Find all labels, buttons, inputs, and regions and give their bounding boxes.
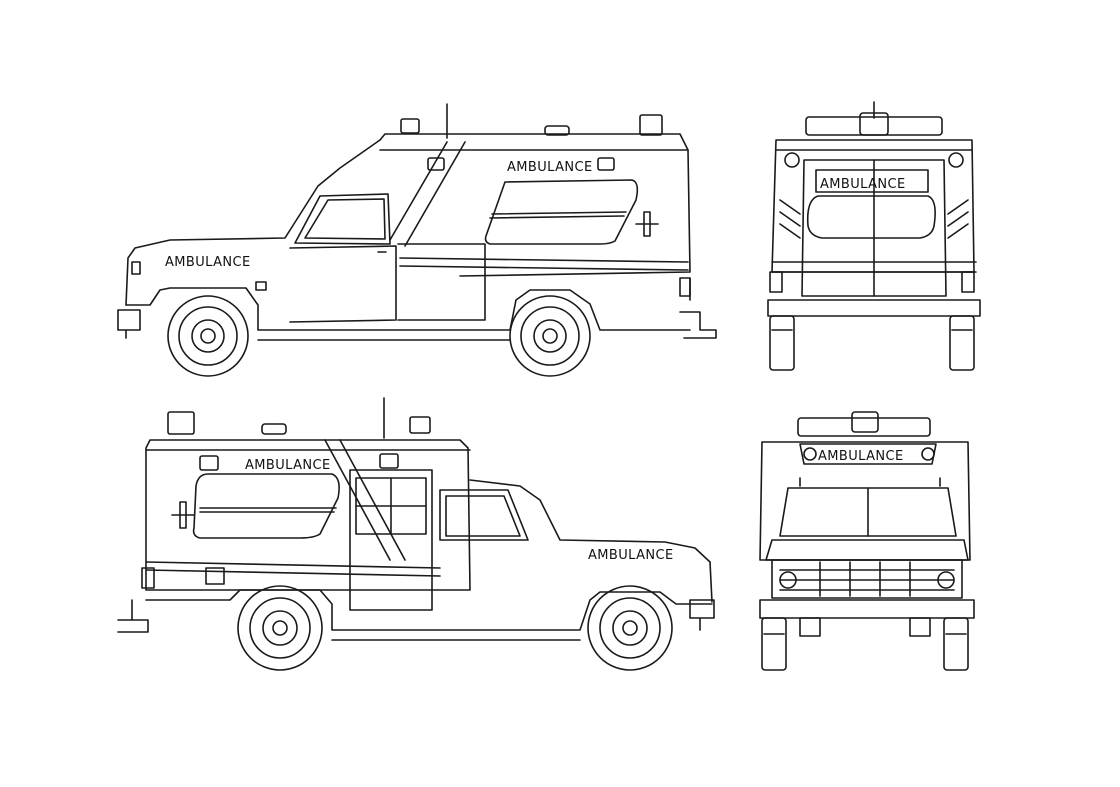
- front-header-lettering: AMBULANCE: [818, 449, 904, 464]
- left-hood-lettering: AMBULANCE: [165, 255, 251, 270]
- left-side-view: AMBULANCE AMBULANCE: [117, 103, 717, 377]
- right-body-lettering: AMBULANCE: [245, 458, 331, 473]
- rear-view: AMBULANCE: [767, 101, 981, 371]
- left-body-lettering: AMBULANCE: [507, 160, 593, 175]
- front-view: AMBULANCE: [759, 411, 975, 671]
- rear-door-lettering: AMBULANCE: [820, 177, 906, 192]
- right-side-view: AMBULANCE AMBULANCE: [117, 397, 715, 671]
- right-hood-lettering: AMBULANCE: [588, 548, 674, 563]
